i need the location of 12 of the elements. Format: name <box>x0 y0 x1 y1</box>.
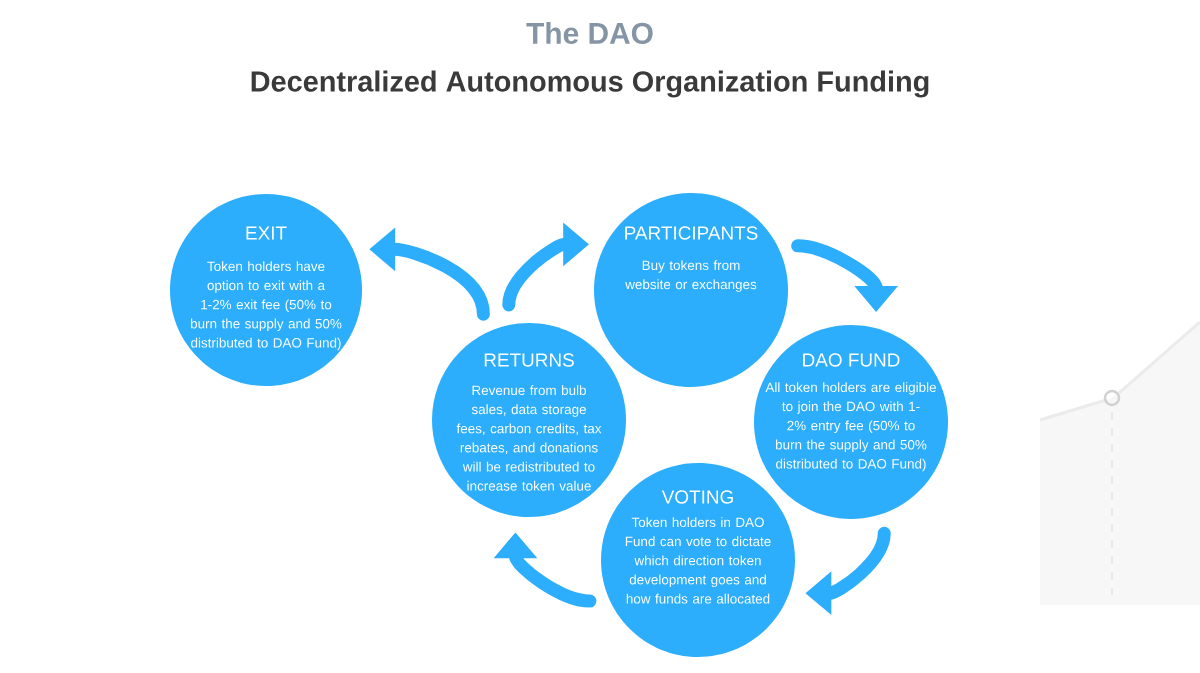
circle-heading: DAO FUND <box>803 353 900 367</box>
circle-heading: PARTICIPANTS <box>625 226 758 240</box>
circle-text: Token holders have option to exit with a 1-2% exit fee (50% to burn the supply and 50% distributed to DAO Fund) <box>191 261 342 351</box>
circle-text: All token holders are eligible to join the DAO with 1-2% entry fee (50% to burn the supply and 50% distributed to DAO Fund) <box>765 382 936 472</box>
title: The DAO <box>526 22 653 44</box>
subtitle: Decentralized Autonomous Organization Funding <box>251 70 929 98</box>
circle-heading: RETURNS <box>484 353 574 367</box>
circle-heading: VOTING <box>661 490 733 504</box>
circle-text: Revenue from bulb sales, data storage fees, carbon credits, tax rebates, and donations will be redistributed to increase token value <box>456 385 602 491</box>
circle-text: Buy tokens from website or exchanges <box>625 260 757 292</box>
circle-text: Token holders in DAO Fund can vote to dictate which direction token development goes and how funds are allocated <box>625 517 771 604</box>
circle-heading: EXIT <box>246 226 287 240</box>
